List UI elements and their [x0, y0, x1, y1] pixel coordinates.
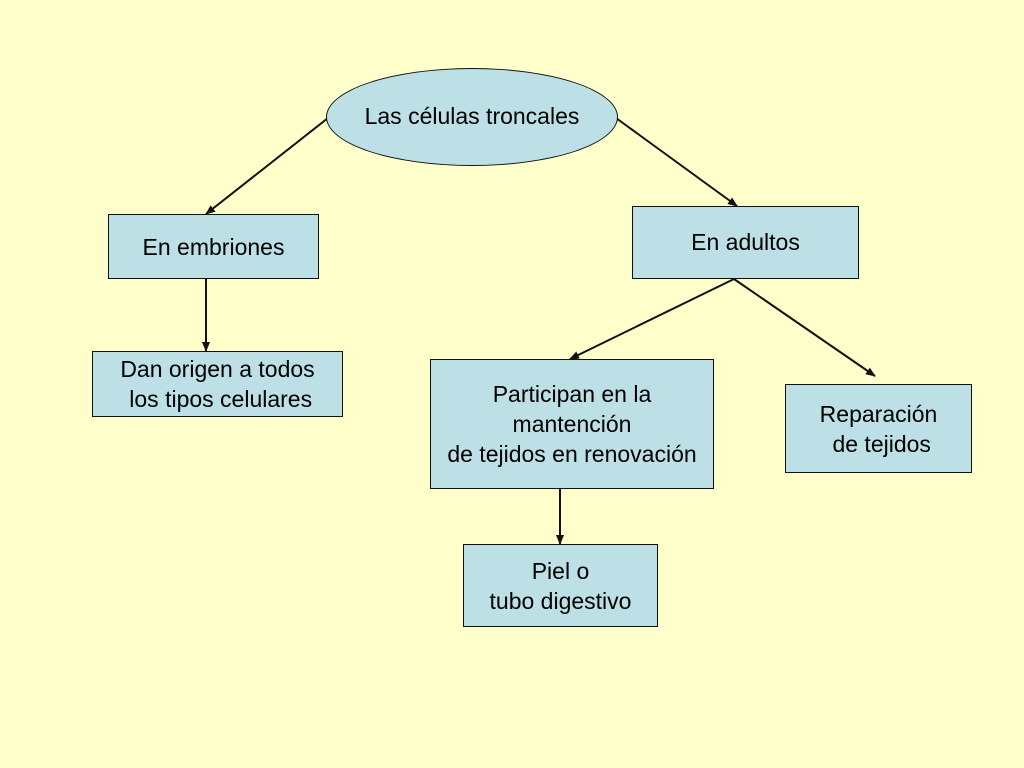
node-label-line: En embriones [142, 233, 285, 260]
node-label-line: Piel o [531, 557, 590, 584]
arrow-root-to-adultos [615, 117, 738, 207]
node-label-line: Dan origen a todos [120, 356, 315, 382]
arrow-root-to-embriones [205, 117, 329, 215]
node-piel-o-tubo-digestivo: Piel o tubo digestivo [463, 544, 658, 627]
node-label-line: mantención [512, 411, 632, 437]
node-en-embriones: En embriones [108, 214, 319, 279]
arrow-adultos-to-participan [569, 278, 735, 360]
node-label-line: los tipos celulares [122, 386, 313, 412]
node-en-adultos: En adultos [632, 206, 859, 279]
arrow-adultos-to-reparacion [733, 278, 876, 377]
node-reparacion-de-tejidos: Reparación de tejidos [785, 384, 972, 473]
node-participan-mantencion: Participan en la mantención de tejidos e… [430, 359, 714, 489]
node-label-line: Participan en la [492, 381, 652, 407]
node-label-line: tubo digestivo [489, 587, 632, 614]
node-las-celulas-troncales: Las células troncales [326, 68, 618, 166]
node-dan-origen: Dan origen a todos los tipos celulares [92, 351, 343, 417]
node-label-line: de tejidos en renovación [447, 441, 697, 467]
node-label-line: Reparación [819, 400, 938, 427]
node-label-line: de tejidos [826, 430, 931, 457]
node-label-line: Las células troncales [364, 103, 580, 129]
node-label-line: En adultos [691, 228, 800, 255]
